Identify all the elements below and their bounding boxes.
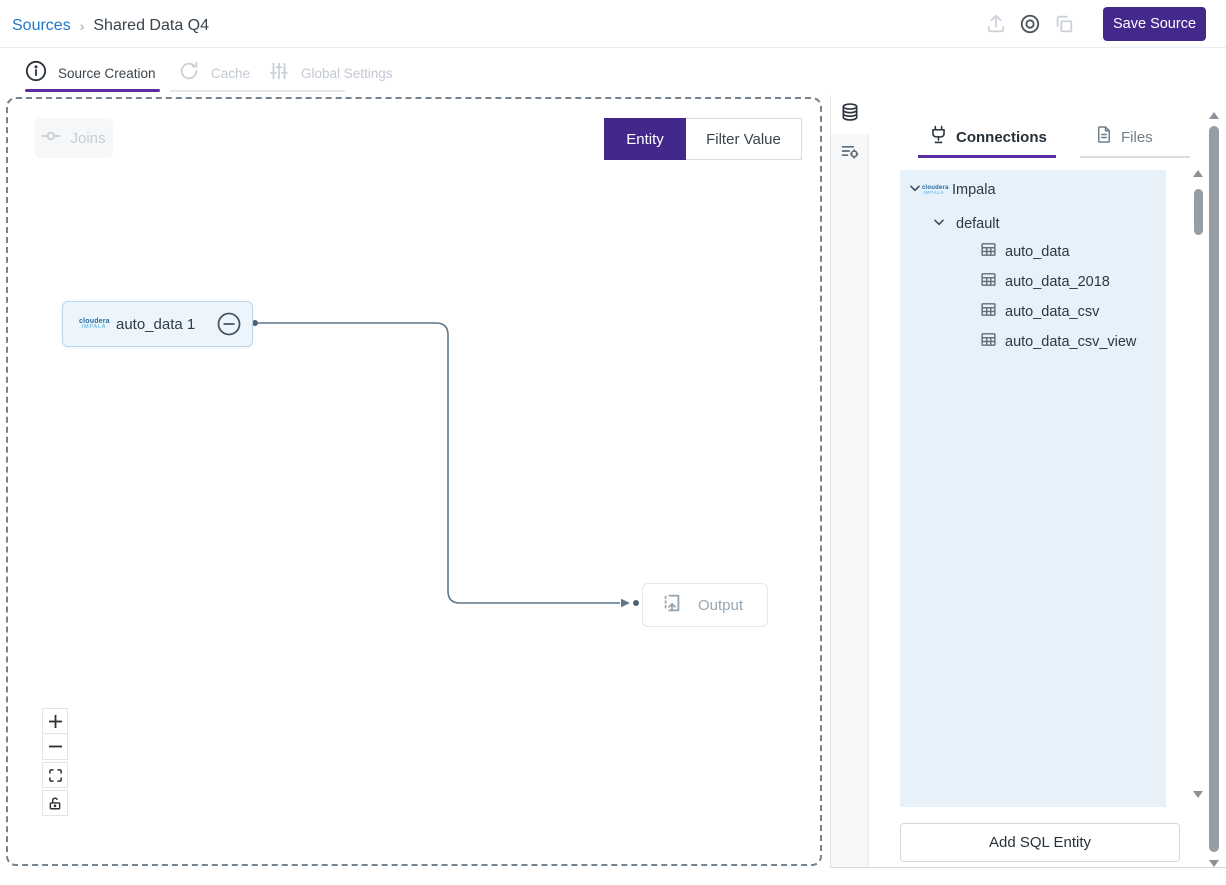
file-icon	[1095, 125, 1113, 149]
connections-tree: cloudera IMPALA Impala default auto_data…	[900, 170, 1166, 807]
files-tab-underline	[1080, 156, 1190, 158]
tree-scrollbar-thumb[interactable]	[1194, 189, 1203, 235]
panel-scroll-up-icon[interactable]	[1209, 112, 1219, 119]
breadcrumb-sources-link[interactable]: Sources	[12, 17, 71, 34]
tree-table-label: auto_data_csv	[1005, 304, 1100, 320]
zoom-in-button[interactable]	[42, 708, 68, 734]
database-icon	[840, 102, 860, 127]
table-icon	[980, 331, 997, 353]
table-icon	[980, 271, 997, 293]
tab-cache-label: Cache	[211, 66, 251, 81]
tree-table-row[interactable]: auto_data	[900, 238, 1166, 266]
canvas-zoom-controls	[42, 708, 68, 760]
breadcrumb: Sources › Shared Data Q4	[12, 17, 209, 35]
join-icon	[41, 129, 61, 147]
table-icon	[980, 301, 997, 323]
tree-table-label: auto_data	[1005, 244, 1070, 260]
tab-connections-label: Connections	[956, 128, 1047, 146]
joins-button-label: Joins	[70, 129, 106, 147]
entity-filter-toggle: Entity Filter Value	[604, 118, 802, 160]
tree-node-default-db[interactable]: default	[900, 210, 1166, 238]
entity-settings-icon	[840, 141, 860, 166]
preview-icon[interactable]	[1019, 13, 1041, 35]
tree-scroll-down-icon[interactable]	[1193, 791, 1203, 798]
tree-table-row[interactable]: auto_data_csv	[900, 298, 1166, 326]
lock-button[interactable]	[42, 790, 68, 816]
chevron-down-icon[interactable]	[908, 181, 922, 200]
top-header: Sources › Shared Data Q4 Save Source	[0, 0, 1226, 48]
tab-source-creation-label: Source Creation	[58, 66, 156, 81]
connector-line	[252, 320, 639, 608]
join-canvas[interactable]: Joins Entity Filter Value cloudera IMPAL…	[6, 97, 822, 866]
tab-source-creation[interactable]: Source Creation	[25, 60, 156, 87]
sidebar-rail	[830, 95, 869, 868]
fit-view-button[interactable]	[42, 762, 68, 788]
tab-connections[interactable]: Connections	[929, 125, 1047, 149]
tree-table-row[interactable]: auto_data_2018	[900, 268, 1166, 296]
zoom-out-button[interactable]	[42, 734, 68, 760]
tab-files-label: Files	[1121, 128, 1153, 146]
sliders-icon	[268, 60, 290, 87]
output-icon	[661, 592, 683, 619]
cloudera-impala-logo: cloudera IMPALA	[922, 184, 949, 195]
connections-tab-underline	[918, 155, 1056, 158]
output-node-label: Output	[698, 596, 744, 614]
joins-button[interactable]: Joins	[34, 118, 113, 158]
tree-database-label: default	[956, 216, 1000, 232]
cloudera-impala-logo: cloudera IMPALA	[79, 317, 110, 330]
editor-tabbar: Source Creation Cache Global Settings	[0, 48, 1226, 97]
chevron-down-icon[interactable]	[932, 215, 946, 234]
upload-icon[interactable]	[985, 13, 1007, 35]
output-node[interactable]: Output	[642, 583, 768, 627]
active-tab-underline	[25, 89, 160, 92]
toggle-filter-value[interactable]: Filter Value	[686, 118, 802, 160]
tree-table-row[interactable]: auto_data_csv_view	[900, 328, 1166, 356]
refresh-icon	[178, 60, 200, 87]
tree-node-impala[interactable]: cloudera IMPALA Impala	[900, 176, 1166, 204]
save-source-button[interactable]: Save Source	[1103, 7, 1206, 41]
entity-node-auto-data-1[interactable]: cloudera IMPALA auto_data 1	[62, 301, 253, 347]
tab-cache[interactable]: Cache	[178, 60, 250, 87]
tree-connection-label: Impala	[952, 182, 996, 198]
info-icon	[25, 60, 47, 87]
remove-entity-icon[interactable]	[216, 311, 242, 337]
table-icon	[980, 241, 997, 263]
tab-files[interactable]: Files	[1095, 125, 1153, 149]
panel-bottom-divider	[830, 867, 1226, 868]
panel-scrollbar-thumb[interactable]	[1209, 126, 1219, 852]
tab-global-settings[interactable]: Global Settings	[268, 60, 393, 87]
toggle-entity[interactable]: Entity	[604, 118, 686, 160]
disabled-tabs-underline	[170, 90, 345, 92]
add-sql-entity-button[interactable]: Add SQL Entity	[900, 823, 1180, 862]
panel-scroll-down-icon[interactable]	[1209, 860, 1219, 867]
rail-entity-settings-tab[interactable]	[831, 134, 869, 173]
tree-table-label: auto_data_csv_view	[1005, 334, 1137, 350]
tree-scroll-up-icon[interactable]	[1193, 170, 1203, 177]
breadcrumb-separator-icon: ›	[79, 18, 85, 34]
tab-global-settings-label: Global Settings	[301, 66, 393, 81]
copy-icon[interactable]	[1053, 13, 1075, 35]
plug-icon	[929, 125, 948, 149]
tree-table-label: auto_data_2018	[1005, 274, 1110, 290]
entity-node-label: auto_data 1	[116, 315, 196, 333]
rail-data-tab[interactable]	[831, 95, 869, 134]
page-title: Shared Data Q4	[93, 17, 209, 34]
